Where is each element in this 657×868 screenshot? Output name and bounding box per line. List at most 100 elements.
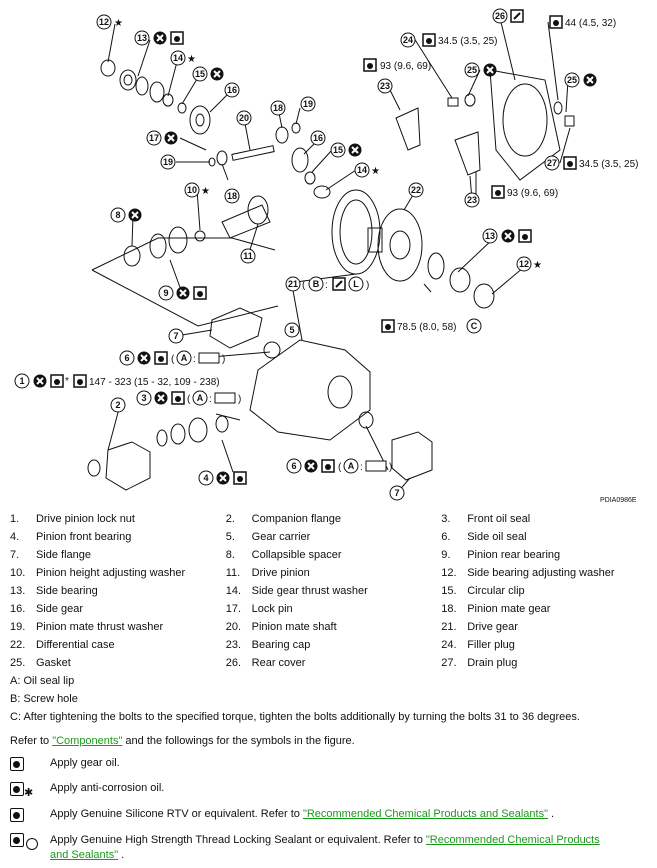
- part-name: Drain plug: [467, 657, 518, 669]
- part-number: 6.: [441, 531, 451, 543]
- star-marker: ★: [114, 18, 123, 29]
- svg-text:4: 4: [203, 473, 208, 483]
- part-name: Front oil seal: [467, 513, 531, 525]
- svg-text:2: 2: [115, 400, 120, 410]
- svg-text:★: ★: [201, 186, 210, 197]
- svg-text:): ): [389, 462, 392, 473]
- svg-text:3: 3: [141, 393, 146, 403]
- svg-text:20: 20: [239, 113, 249, 123]
- part-number: 7.: [10, 549, 20, 561]
- svg-text:1: 1: [19, 376, 24, 386]
- part-name: Pinion rear bearing: [467, 549, 561, 561]
- part-name: Side bearing adjusting washer: [467, 567, 615, 579]
- silicone-suffix: .: [547, 808, 555, 820]
- symbol-silicone: Apply Genuine Silicone RTV or equivalent…: [10, 808, 554, 825]
- part-name: Gear carrier: [251, 531, 311, 543]
- chemical-products-link-2-cont[interactable]: and Sealants": [50, 849, 119, 861]
- callout-letter-b: B: [313, 279, 320, 289]
- svg-text:): ): [238, 394, 241, 405]
- callout-12-right: 12: [516, 256, 532, 272]
- part-name: Side gear thrust washer: [251, 585, 368, 597]
- part-name: Drive gear: [467, 621, 518, 633]
- svg-text:12: 12: [519, 259, 529, 269]
- thread-lock-icon: [10, 833, 24, 847]
- anti-corrosion-text: Apply anti-corrosion oil.: [50, 782, 165, 794]
- anti-corrosion-icon: [10, 782, 24, 796]
- svg-text:6: 6: [291, 461, 296, 471]
- callout-14-mid: 14: [354, 162, 370, 178]
- chemical-products-link-2[interactable]: "Recommended Chemical Products: [425, 834, 600, 846]
- callout-13-right: 13: [482, 228, 498, 244]
- svg-text:26: 26: [495, 11, 505, 21]
- chemical-products-link[interactable]: "Recommended Chemical Products and Seala…: [302, 808, 548, 820]
- svg-text:19: 19: [303, 99, 313, 109]
- callout-letter-c: C: [471, 321, 478, 331]
- svg-text::: :: [193, 354, 196, 365]
- part-number: 23.: [225, 639, 242, 651]
- callout-23-top: 23: [377, 78, 393, 94]
- svg-text:13: 13: [137, 33, 147, 43]
- part-name: Side gear: [35, 603, 84, 615]
- part-number: 25.: [10, 657, 26, 669]
- svg-text:13: 13: [485, 231, 495, 241]
- svg-text:7: 7: [394, 488, 399, 498]
- svg-text:9: 9: [163, 288, 168, 298]
- part-number: 5.: [225, 531, 235, 543]
- part-number: 27.: [441, 657, 457, 669]
- svg-text:14: 14: [173, 53, 183, 63]
- svg-text::: :: [325, 280, 328, 291]
- svg-text:27: 27: [547, 158, 557, 168]
- svg-text:16: 16: [227, 85, 237, 95]
- refer-line: Refer to "Components" and the followings…: [10, 735, 355, 747]
- callout-5: 5: [284, 322, 300, 338]
- notes: A: Oil seal lip B: Screw hole C: After t…: [10, 672, 580, 726]
- torque-1: 147 - 323 (15 - 32, 109 - 238): [89, 377, 220, 388]
- callout-14-top: 14: [170, 50, 186, 66]
- callout-21: 21: [285, 276, 301, 292]
- part-number: 16.: [10, 603, 26, 615]
- svg-text:11: 11: [243, 251, 253, 261]
- part-number: 9.: [441, 549, 451, 561]
- svg-text:6: 6: [124, 353, 129, 363]
- svg-text:15: 15: [195, 69, 205, 79]
- svg-text:16: 16: [313, 133, 323, 143]
- refer-prefix: Refer to: [10, 735, 53, 747]
- svg-text:25: 25: [467, 65, 477, 75]
- part-number: 17.: [225, 603, 242, 615]
- callout-8: 8: [110, 207, 126, 223]
- callout-12-top: 12: [96, 14, 112, 30]
- torque-24: 34.5 (3.5, 25): [438, 36, 497, 47]
- part-name: Pinion mate gear: [467, 603, 551, 615]
- part-number: 13.: [10, 585, 26, 597]
- callout-2: 2: [110, 397, 126, 413]
- callout-7-top: 7: [168, 328, 184, 344]
- callout-1: 1: [14, 373, 30, 389]
- callout-16-mid: 16: [310, 130, 326, 146]
- svg-text:23: 23: [467, 195, 477, 205]
- svg-text:★: ★: [371, 166, 380, 177]
- components-link[interactable]: "Components": [52, 735, 123, 747]
- part-number: 26.: [225, 657, 242, 669]
- svg-text:★: ★: [187, 54, 196, 65]
- silicone-icon: [10, 808, 24, 822]
- part-number: 14.: [225, 585, 242, 597]
- callout-11: 11: [240, 248, 256, 264]
- svg-text:24: 24: [403, 35, 413, 45]
- callout-26: 26: [492, 8, 508, 24]
- torque-27: 34.5 (3.5, 25): [579, 159, 638, 170]
- exploded-diagram: 12 ★ 13 14 ★ 15 16 20 18 19 17 16 15 19 …: [14, 8, 638, 501]
- note-b: B: Screw hole: [10, 693, 78, 705]
- part-drawings: [87, 17, 575, 494]
- svg-text:(: (: [302, 280, 306, 291]
- torque-labels: 34.5 (3.5, 25) 44 (4.5, 32) 93 (9.6, 69)…: [89, 15, 638, 388]
- part-name: Companion flange: [251, 513, 341, 525]
- part-number: 22.: [10, 639, 26, 651]
- part-number: 19.: [10, 621, 26, 633]
